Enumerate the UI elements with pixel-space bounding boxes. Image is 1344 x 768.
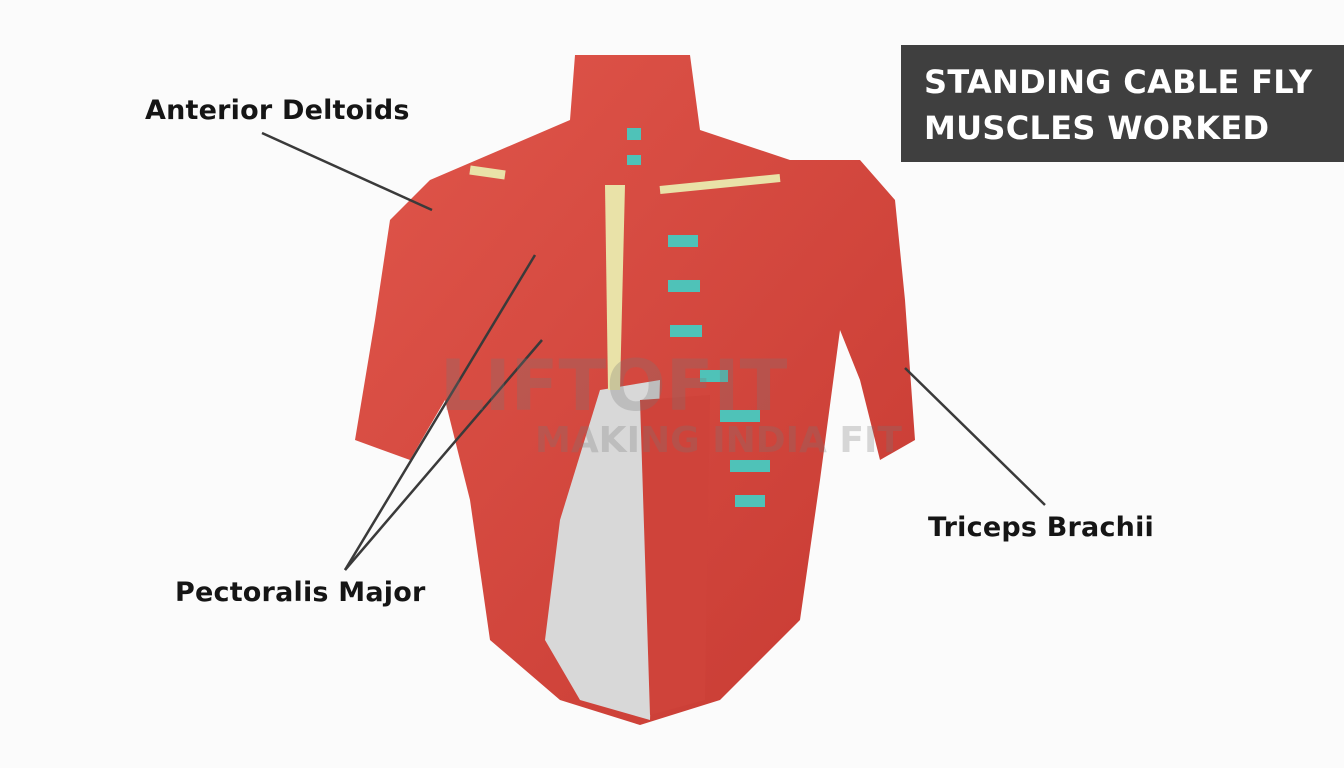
costal-cartilages [627,128,770,507]
sternum [605,185,625,390]
pointer-pectoralis-2 [344,339,543,571]
watermark-tagline: MAKING INDIA FIT [535,420,902,461]
abdominal-fascia [545,380,660,720]
clavicle [469,165,506,180]
pointer-pectoralis-1 [343,254,537,571]
title-banner: STANDING CABLE FLY MUSCLES WORKED [901,45,1344,162]
pointer-anterior-deltoids [261,131,433,212]
label-triceps-brachii: Triceps Brachii [928,512,1154,543]
title-line-2: MUSCLES WORKED [924,109,1270,147]
watermark-brand: LIFTOFIT [440,345,788,427]
label-pectoralis-major: Pectoralis Major [175,577,426,608]
pointer-triceps [904,367,1046,506]
rectus-abdominis [640,395,710,715]
title-line-1: STANDING CABLE FLY [924,63,1313,101]
clavicle [659,174,781,194]
label-anterior-deltoids: Anterior Deltoids [145,95,410,126]
